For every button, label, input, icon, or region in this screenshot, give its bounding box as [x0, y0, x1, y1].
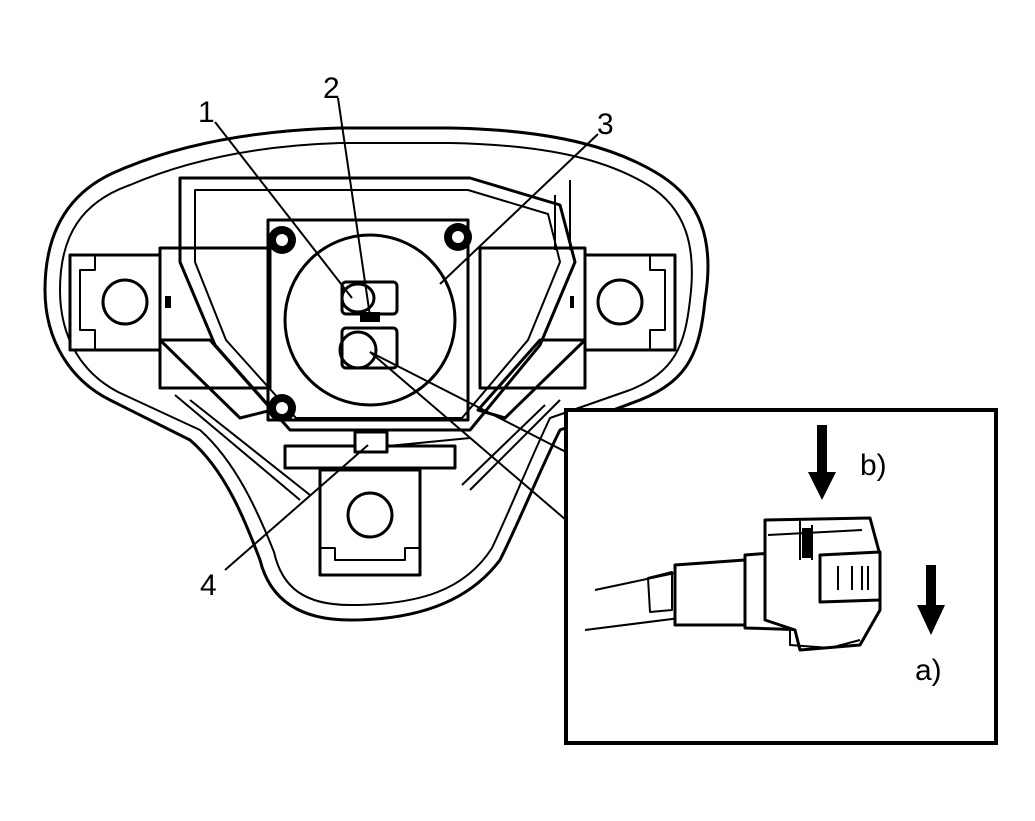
mounting-bolt-icon	[268, 394, 296, 422]
connector-lock-2	[360, 312, 380, 322]
mounting-bolt-icon	[268, 226, 296, 254]
mounting-bolt-icon	[444, 223, 472, 251]
bottom-mount-tab	[318, 468, 422, 577]
left-mount-tab	[68, 253, 171, 352]
arrow-down-a-icon	[917, 565, 945, 635]
callout-1: 1	[198, 96, 215, 129]
label-a: a)	[915, 654, 942, 687]
wire-clip-4	[353, 430, 389, 454]
connector-lower	[338, 326, 399, 370]
leader-lines	[214, 97, 599, 571]
arrow-down-b-icon	[808, 425, 836, 500]
callout-3: 3	[597, 108, 614, 141]
inflator-disc	[283, 233, 457, 407]
airbag-module-body	[43, 126, 710, 622]
label-b: b)	[860, 449, 887, 482]
callout-4: 4	[200, 569, 217, 602]
callout-2: 2	[323, 72, 340, 105]
connector-detail-inset: b) a)	[564, 408, 998, 745]
right-mount-tab	[570, 253, 677, 352]
